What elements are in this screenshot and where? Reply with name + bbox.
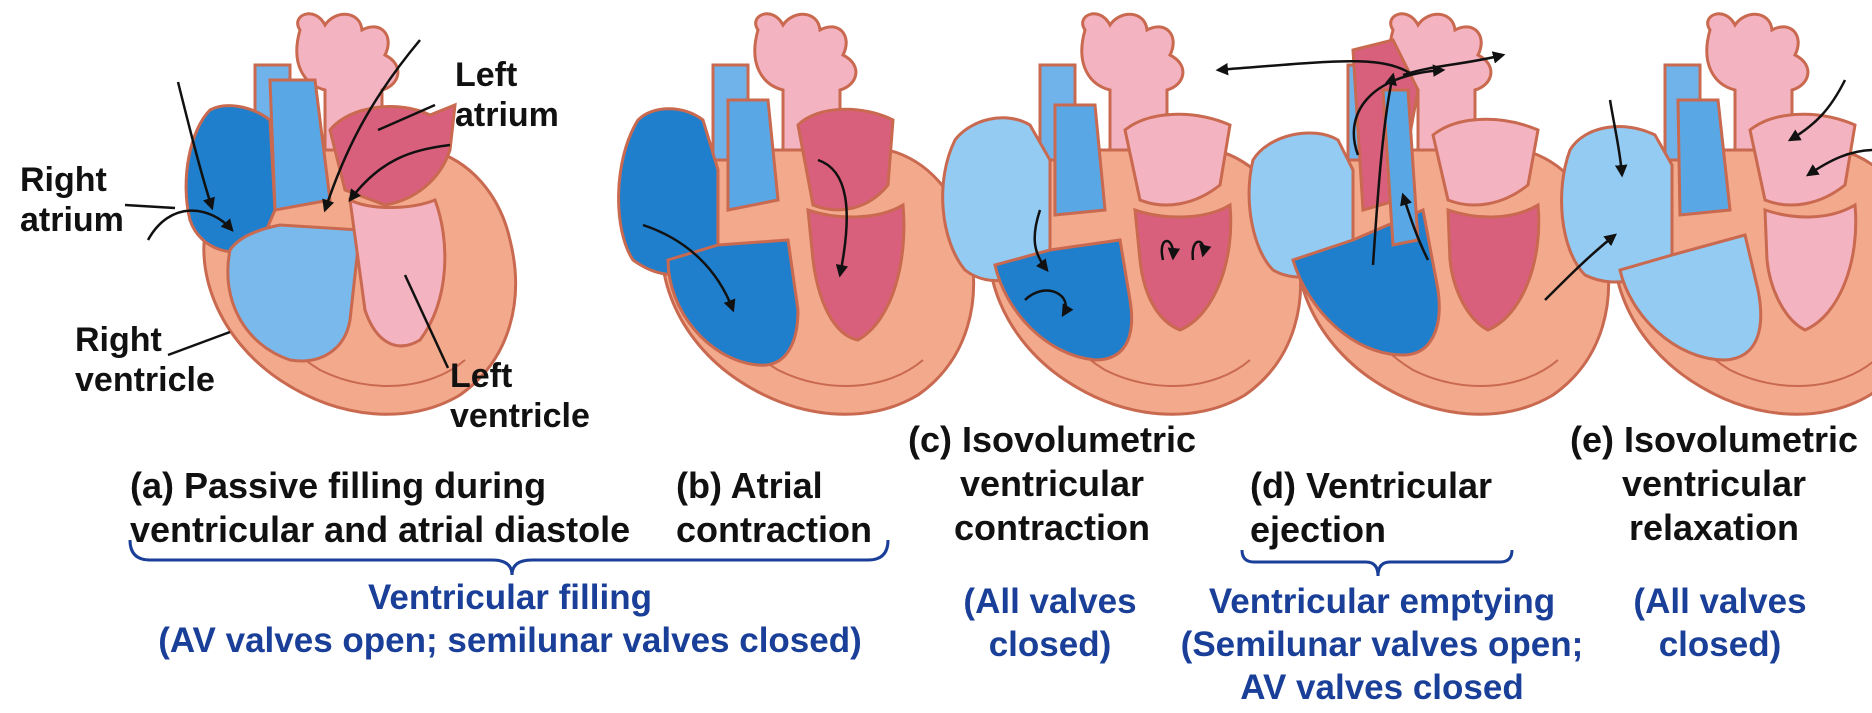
label-text: Right [75, 320, 215, 360]
caption-line: (b) Atrial [676, 464, 872, 508]
caption-line: contraction [676, 508, 872, 552]
phase-line: closed) [930, 623, 1170, 666]
phase-ventricular-filling: Ventricular filling (AV valves open; sem… [100, 576, 920, 662]
brace-emptying [1242, 550, 1512, 576]
heart-b [619, 14, 974, 414]
label-text: ventricle [450, 396, 590, 436]
caption-line: (e) Isovolumetric [1560, 418, 1868, 462]
caption-line: relaxation [1560, 506, 1868, 550]
phase-line: (AV valves open; semilunar valves closed… [100, 619, 920, 662]
caption-line: ejection [1250, 508, 1492, 552]
phase-line: AV valves closed [1172, 666, 1592, 709]
stage-b-caption: (b) Atrial contraction [676, 464, 872, 552]
heart-c [943, 14, 1301, 414]
stage-e-caption: (e) Isovolumetric ventricular relaxation [1560, 418, 1868, 550]
caption-line: (d) Ventricular [1250, 464, 1492, 508]
phase-relaxation-valves: (All valves closed) [1600, 580, 1840, 666]
label-text: Right [20, 160, 124, 200]
stage-c-caption: (c) Isovolumetric ventricular contractio… [898, 418, 1206, 550]
label-left-ventricle: Left ventricle [450, 356, 590, 436]
label-text: atrium [20, 200, 124, 240]
phase-line: Ventricular filling [100, 576, 920, 619]
label-text: ventricle [75, 360, 215, 400]
phase-contraction-valves: (All valves closed) [930, 580, 1170, 666]
phase-line: Ventricular emptying [1172, 580, 1592, 623]
label-text: Left [450, 356, 590, 396]
heart-e [1545, 14, 1872, 414]
phase-line: (All valves [930, 580, 1170, 623]
stage-d-caption: (d) Ventricular ejection [1250, 464, 1492, 552]
label-text: Left [455, 55, 559, 95]
phase-line: (All valves [1600, 580, 1840, 623]
caption-line: (a) Passive filling during [130, 464, 630, 508]
caption-line: ventricular and atrial diastole [130, 508, 630, 552]
label-text: atrium [455, 95, 559, 135]
stage-a-caption: (a) Passive filling during ventricular a… [130, 464, 630, 552]
phase-line: closed) [1600, 623, 1840, 666]
phase-ventricular-emptying: Ventricular emptying (Semilunar valves o… [1172, 580, 1592, 709]
caption-line: (c) Isovolumetric [898, 418, 1206, 462]
label-right-atrium: Right atrium [20, 160, 124, 240]
phase-line: (Semilunar valves open; [1172, 623, 1592, 666]
caption-line: ventricular [1560, 462, 1868, 506]
label-left-atrium: Left atrium [455, 55, 559, 135]
label-right-ventricle: Right ventricle [75, 320, 215, 400]
caption-line: contraction [898, 506, 1206, 550]
caption-line: ventricular [898, 462, 1206, 506]
